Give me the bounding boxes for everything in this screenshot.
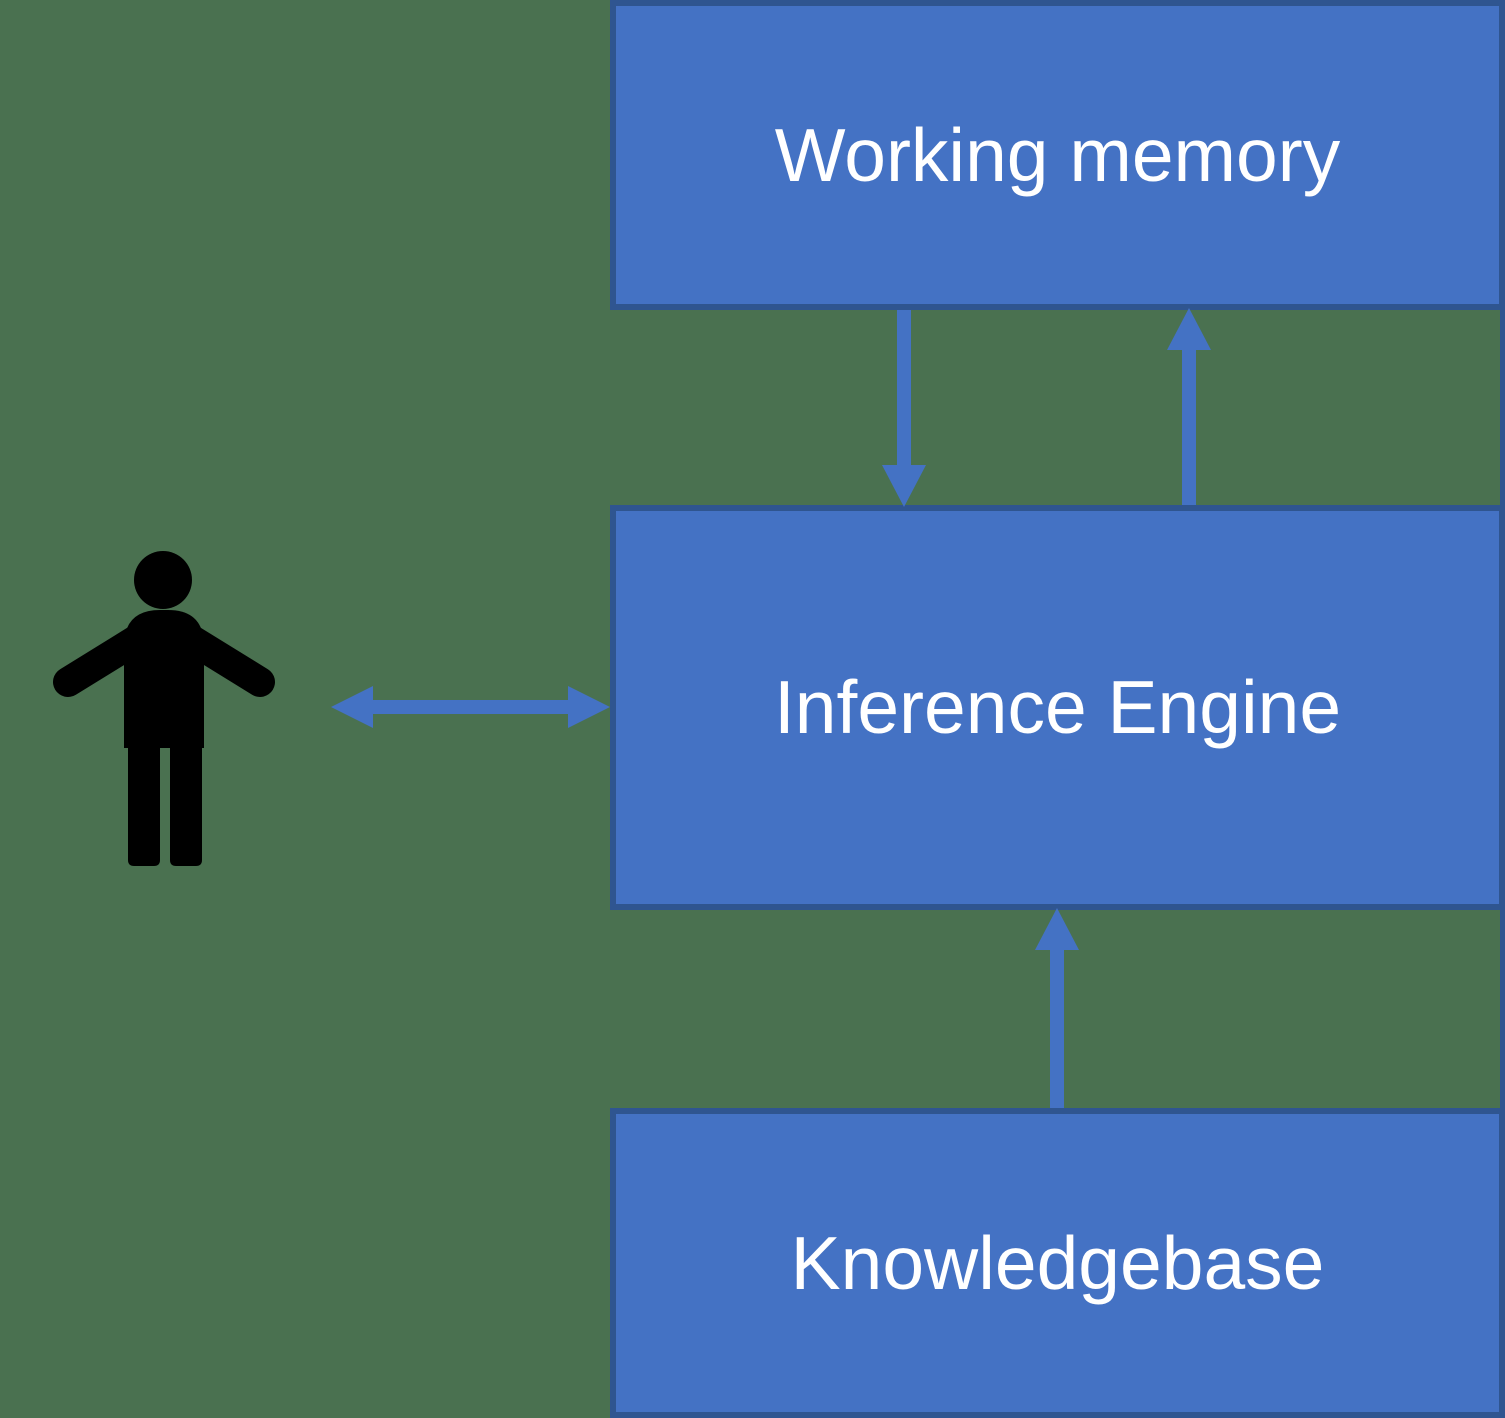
node-knowledgebase: Knowledgebase: [610, 1108, 1505, 1418]
node-knowledgebase-label: Knowledgebase: [790, 1220, 1325, 1305]
person-icon: [53, 551, 275, 866]
person-torso: [124, 610, 204, 748]
knowledgebase-to-inference-arrow: [1035, 908, 1079, 1108]
node-working-memory-label: Working memory: [774, 112, 1341, 197]
working-memory-to-inference-arrow: [882, 310, 926, 507]
person-left-arm: [53, 625, 151, 697]
user-inference-bidirectional-arrow: [331, 686, 610, 728]
node-working-memory: Working memory: [610, 0, 1505, 310]
inference-to-working-memory-arrow: [1167, 308, 1211, 505]
person-right-arm: [177, 625, 275, 697]
person-right-leg: [170, 740, 202, 866]
person-left-leg: [128, 740, 160, 866]
person-head: [134, 551, 192, 609]
node-inference-engine: Inference Engine: [610, 505, 1505, 910]
node-inference-engine-label: Inference Engine: [773, 665, 1342, 749]
